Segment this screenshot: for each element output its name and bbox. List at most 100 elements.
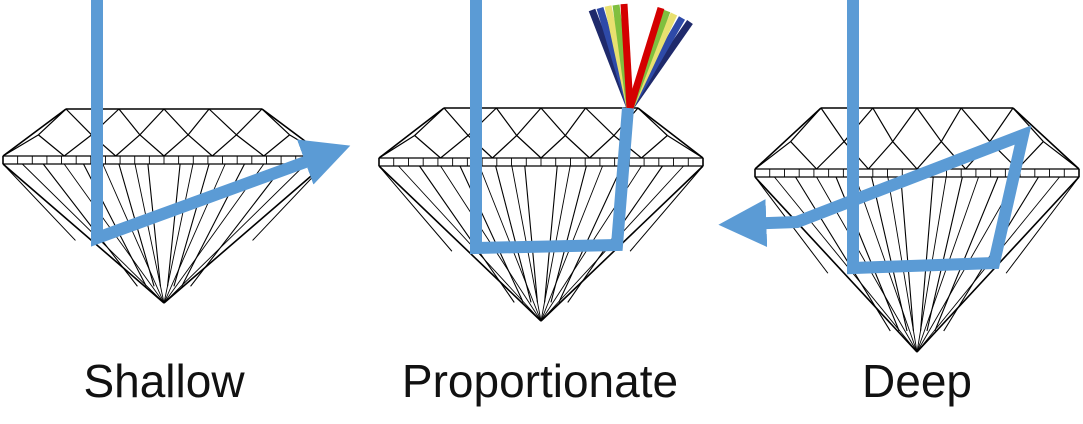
facet-line <box>564 107 587 136</box>
facet-line <box>867 141 894 170</box>
facet-line <box>147 163 162 287</box>
facet-line <box>934 176 999 332</box>
facet-line <box>139 134 165 157</box>
facet-line <box>495 165 532 303</box>
facet-line <box>629 165 704 252</box>
facet-line <box>524 165 538 303</box>
facet-line <box>790 107 822 142</box>
deep-label: Deep <box>862 355 972 407</box>
facet-line <box>790 141 817 170</box>
facet-line <box>419 165 515 303</box>
facet-line <box>916 141 942 170</box>
facet-line <box>42 163 138 287</box>
dispersion-spectrum <box>588 3 693 111</box>
facet-line <box>516 135 542 159</box>
facet-line <box>960 107 991 142</box>
facet-line <box>236 108 263 136</box>
facet-line <box>190 163 286 287</box>
facet-line <box>414 107 445 136</box>
facet-line <box>637 107 704 159</box>
facet-line <box>892 141 918 170</box>
facet-line <box>544 165 558 303</box>
facet-line <box>139 108 165 136</box>
facet-line <box>378 165 453 252</box>
facet-line <box>820 107 845 142</box>
facet-line <box>163 108 189 136</box>
facet-line <box>378 107 445 159</box>
facet-line <box>816 141 845 170</box>
shallow-light-ray <box>91 0 351 247</box>
facet-line <box>173 163 210 287</box>
facet-line <box>540 107 566 136</box>
facet-line <box>2 108 67 157</box>
facet-line <box>2 163 165 304</box>
facet-line <box>667 134 704 159</box>
facet-line <box>261 108 290 136</box>
spectrum-ray <box>620 3 634 109</box>
facet-line <box>208 108 237 136</box>
deep-light-ray <box>718 0 1032 275</box>
deep-diamond <box>754 107 1080 353</box>
facet-line <box>564 135 591 159</box>
facet-line <box>261 108 326 157</box>
facet-line <box>926 176 963 332</box>
facet-line <box>414 135 441 159</box>
facet-line <box>540 135 566 159</box>
facet-line <box>38 134 65 157</box>
facet-line <box>63 134 92 157</box>
facet-line <box>892 107 918 142</box>
facet-line <box>163 163 226 304</box>
facet-line <box>1012 107 1044 142</box>
facet-line <box>2 134 39 157</box>
shallow-diamond <box>2 108 326 304</box>
facet-line <box>1042 141 1080 170</box>
facet-line <box>754 141 792 170</box>
proportionate-diamond <box>378 107 704 322</box>
facet-line <box>378 134 415 159</box>
facet-line <box>916 107 942 142</box>
facet-line <box>163 163 326 304</box>
facet-line <box>871 176 908 332</box>
facet-line <box>754 107 822 170</box>
facet-line <box>211 134 237 157</box>
facet-line <box>163 163 306 304</box>
facet-line <box>550 165 587 303</box>
facet-line <box>585 107 615 136</box>
facet-line <box>2 163 76 241</box>
facet-line <box>920 176 934 332</box>
proportionate-label: Proportionate <box>401 355 679 407</box>
facet-line <box>940 107 962 142</box>
facet-line <box>163 163 194 304</box>
facet-line <box>516 107 542 136</box>
facet-line <box>637 107 668 136</box>
facet-line <box>134 163 165 304</box>
facet-line <box>774 176 918 353</box>
facet-line <box>641 135 668 159</box>
facet-line <box>495 107 518 136</box>
facet-line <box>378 165 542 322</box>
facet-line <box>1005 176 1080 274</box>
proportionate-light-ray <box>470 0 634 255</box>
spectrum-ray <box>626 6 665 110</box>
facet-line <box>166 163 181 287</box>
facet-line <box>65 108 92 136</box>
facet-line <box>900 176 914 332</box>
shallow-label: Shallow <box>83 355 245 407</box>
facet-line <box>236 134 265 157</box>
facet-line <box>795 176 891 332</box>
facet-line <box>38 108 67 136</box>
facet-line <box>989 107 1014 142</box>
facet-line <box>1012 107 1080 170</box>
facet-line <box>872 107 894 142</box>
facet-line <box>398 165 542 322</box>
facet-line <box>187 108 210 136</box>
facet-line <box>589 135 615 159</box>
facet-line <box>558 165 623 303</box>
facet-line <box>443 107 469 136</box>
facet-line <box>102 163 165 304</box>
facet-line <box>263 134 290 157</box>
facet-line <box>115 134 141 157</box>
facet-line <box>118 108 141 136</box>
facet-line <box>440 135 469 159</box>
